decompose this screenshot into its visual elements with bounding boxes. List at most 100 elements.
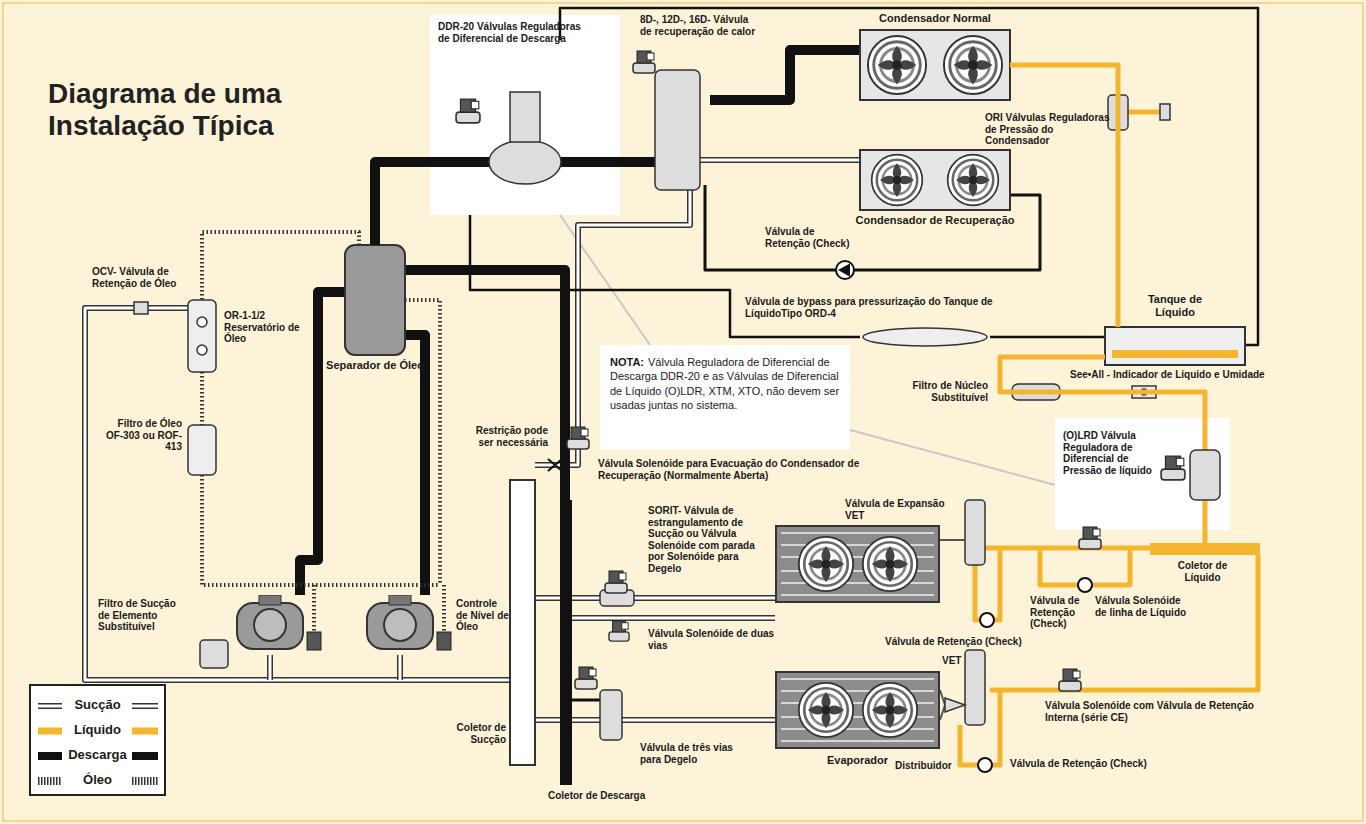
part-label: 8D-, 12D-, 16D- Válvula de recuperação d… [640, 14, 762, 37]
discharge-pipe [470, 215, 1105, 337]
condenser [948, 155, 999, 206]
solenoid-valve [1079, 527, 1101, 549]
liquid-tank [1105, 327, 1245, 365]
oil-reservoir: OR-1-1/2 Reservatório de Óleo [188, 300, 216, 372]
discharge-pipe [560, 8, 1258, 345]
discharge-header [560, 500, 572, 785]
part-label: Coletor de Descarga [548, 790, 678, 802]
note-heading: NOTA: [610, 356, 644, 368]
solenoid-valve [575, 667, 597, 689]
solenoid-valve [1161, 456, 1185, 480]
suction-pipe [270, 655, 400, 680]
part-label: Válvula de Expansão VET [845, 498, 963, 521]
part-label: SORIT- Válvula de estrangulamento de Suc… [648, 505, 768, 574]
suction-pipe [85, 308, 510, 680]
suction-pipe [85, 160, 860, 720]
part-label: Filtro de Óleo OF-303 ou ROF-413 [98, 418, 182, 453]
pipe-connector [375, 162, 430, 245]
valve-body [510, 92, 540, 142]
suction-header [510, 480, 535, 765]
callout-box [430, 15, 620, 215]
pipe-connector [1000, 357, 1205, 418]
note-box: NOTA:Válvula Reguladora de Diferencial d… [600, 345, 850, 450]
legend-text: Sucção [74, 697, 120, 712]
part-label: Filtro de Sucção de Elemento Substituíve… [98, 598, 184, 633]
discharge-pipe [300, 8, 1258, 700]
part-label: Válvula de Retenção (Check) [765, 226, 857, 249]
refrigerant-tube [940, 540, 965, 720]
pipe-connector [1010, 65, 1118, 327]
discharge-pipe [710, 50, 860, 100]
filter-drier [863, 328, 987, 346]
valve-body [965, 650, 985, 725]
legend-entry: Descarga [30, 748, 165, 763]
leader-line [850, 430, 1055, 485]
valve-body [965, 500, 985, 565]
part-label: Restrição pode ser necessária [470, 425, 548, 448]
diagram-title: Diagrama de uma Instalação Típica [48, 78, 348, 142]
oil-reservoir [197, 317, 207, 327]
liquid-tank: Tanque de Líquido [1105, 327, 1245, 365]
valve-callout-box: (O)LRD Válvula Reguladora de Diferencial… [1055, 418, 1230, 530]
part-label: ORI Válvulas Reguladoras de Pressão do C… [985, 112, 1110, 147]
oil-reservoir [188, 425, 216, 475]
node-label: DDR-20 Válvulas Reguladoras de Diferenci… [438, 21, 588, 44]
part-label: See•All - Indicador de Líquido e Umidade [1070, 369, 1330, 381]
discharge-pipe [405, 335, 425, 595]
legend-text: Descarga [68, 747, 127, 762]
pipe-connector [202, 232, 359, 300]
check-valve [836, 261, 854, 279]
valve-body [489, 70, 1220, 740]
legend-text: Óleo [83, 772, 112, 787]
part-label: Válvula Solenóide de duas vias [648, 628, 778, 651]
compressor [437, 632, 451, 650]
valve-body [1190, 450, 1220, 500]
part-label: OCV- Válvula de Retenção de Óleo [92, 266, 192, 289]
legend-entry: Óleo [30, 773, 165, 788]
compressor [200, 595, 451, 668]
part-label: VET [942, 655, 968, 667]
node-label: Condensador Normal [860, 12, 1010, 25]
leader-line [560, 215, 1055, 485]
node-label: (O)LRD Válvula Reguladora de Diferencial… [1063, 430, 1163, 476]
part-label: Válvula Solenóide com Válvula de Retençã… [1045, 700, 1255, 723]
suction-pipe [85, 308, 510, 680]
liquid-line [985, 548, 1150, 585]
part-label: Válvula de Retenção (Check) [1010, 758, 1170, 770]
compressor [237, 595, 303, 649]
check-valve [840, 265, 849, 275]
node-label: Separador de Óleo [325, 359, 425, 372]
oil-separator [345, 245, 405, 355]
liquid-tank [1105, 327, 1245, 365]
solenoid-valve [605, 571, 627, 593]
discharge-pipe [405, 270, 565, 500]
legend-box [30, 685, 165, 795]
condenser-unit: Condensador Normal [860, 30, 1010, 100]
discharge-pipe [300, 292, 345, 595]
evaporator [776, 526, 939, 602]
callout-box [600, 345, 850, 450]
part-label: Controle de Nível de Óleo [456, 598, 510, 633]
suction-pipe [570, 615, 775, 621]
oil-line [202, 300, 444, 632]
valve-body [945, 698, 965, 712]
suction-pipe [535, 190, 690, 465]
suction-pipe [270, 655, 400, 680]
part-label: Válvula Solenóide para Evacuação do Cond… [598, 458, 860, 481]
node-label: Tanque de Líquido [1135, 293, 1215, 318]
suction-header [510, 480, 535, 765]
check-valve [836, 261, 1092, 772]
legend-entry: Líquido [30, 723, 165, 738]
part-label: Coletor de Sucção [420, 722, 506, 745]
node-label: OR-1-1/2 Reservatório de Óleo [224, 310, 304, 345]
valve-body [655, 70, 700, 190]
note-body: Válvula Reguladora de Diferencial de Des… [610, 356, 839, 411]
compressor [367, 595, 433, 649]
part-label: Distribuidor [895, 760, 955, 772]
oil-separator: Separador de Óleo [345, 245, 405, 355]
restriction [548, 459, 562, 471]
oil-reservoir [197, 345, 207, 355]
part-label: Válvula de Retenção (Check) [1030, 595, 1092, 630]
oil-separator [345, 245, 405, 355]
